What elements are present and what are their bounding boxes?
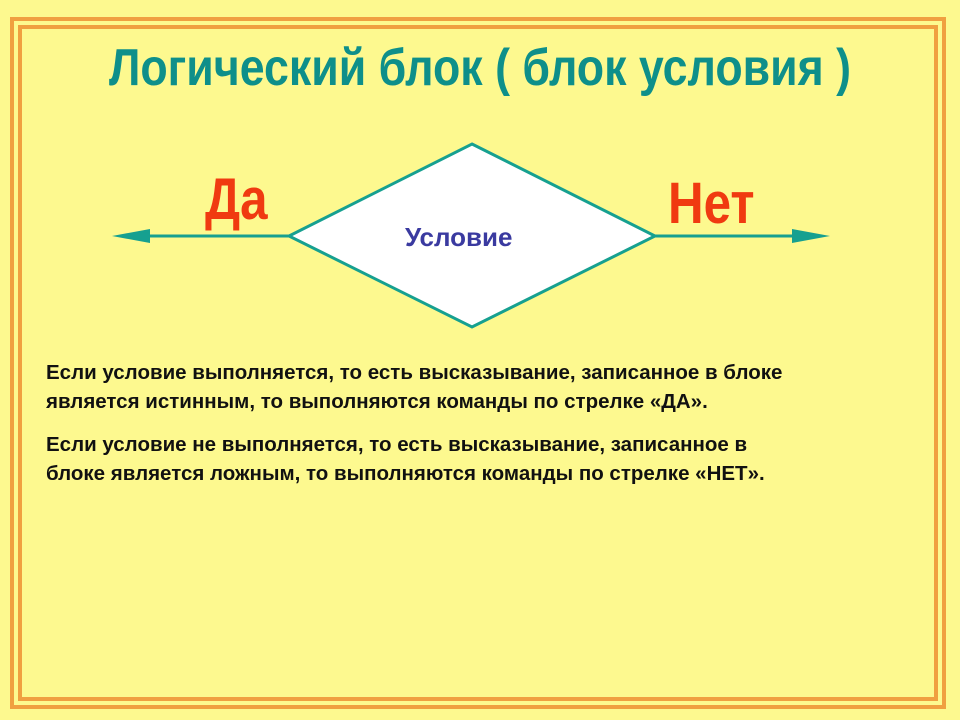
no-arrowhead [792, 229, 830, 243]
slide-title: Логический блок ( блок условия ) [108, 39, 852, 97]
paragraph-line: является истинным, то выполняются команд… [46, 390, 708, 413]
paragraph-line: Если условие выполняется, то есть высказ… [46, 361, 783, 384]
paragraph-true: Если условие выполняется, то есть высказ… [46, 358, 926, 416]
condition-label: Условие [405, 222, 513, 252]
no-label: Нет [668, 171, 755, 236]
yes-arrowhead [112, 229, 150, 243]
outer-frame [10, 17, 946, 709]
inner-frame [18, 25, 938, 701]
paragraph-line: блоке является ложным, то выполняются ко… [46, 462, 765, 485]
condition-diamond [285, 142, 659, 329]
paragraph-line: Если условие не выполняется, то есть выс… [46, 433, 748, 456]
yes-label: Да [205, 167, 268, 232]
paragraph-false: Если условие не выполняется, то есть выс… [46, 430, 926, 488]
